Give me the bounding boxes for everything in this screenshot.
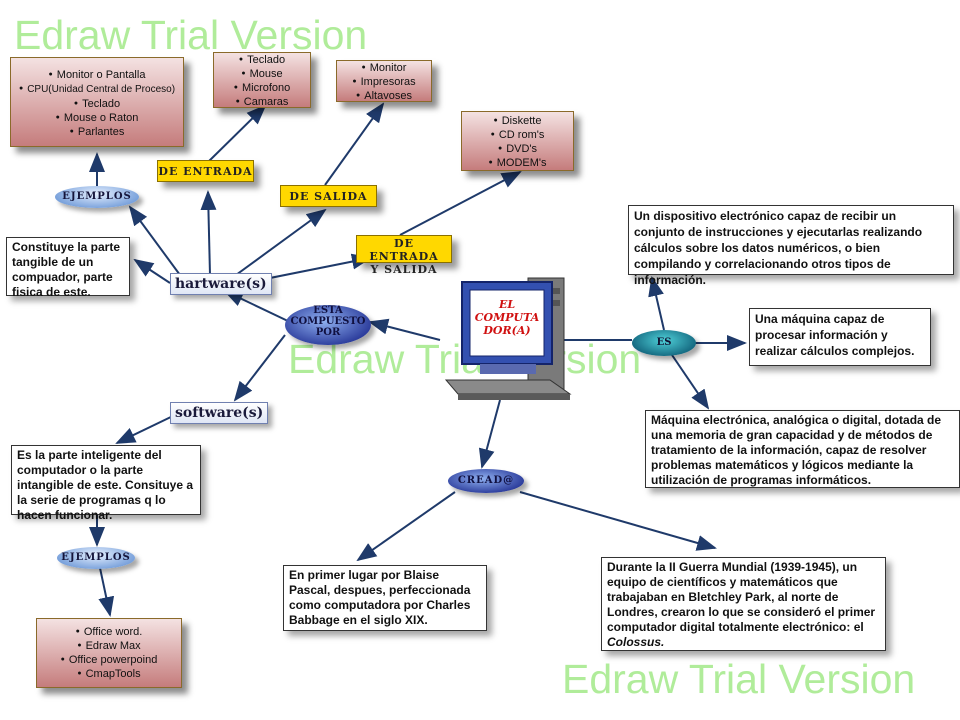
- esta-compuesto-line2: COMPUESTO: [290, 316, 366, 327]
- history-colossus-emphasis: Colossus.: [607, 635, 665, 649]
- list-item: Altavoses: [337, 89, 431, 103]
- list-item: DVD's: [462, 142, 573, 156]
- software-definition-box[interactable]: Es la parte inteligente del computador o…: [11, 445, 201, 522]
- software-label[interactable]: software(s): [170, 402, 269, 424]
- history-colossus-box[interactable]: Durante la II Guerra Mundial (1939-1945)…: [601, 557, 886, 651]
- hardware-label[interactable]: hartware(s): [170, 273, 272, 295]
- list-item: Mouse: [214, 67, 310, 81]
- watermark-top: Edraw Trial Version: [14, 12, 368, 58]
- entrada-items-box[interactable]: Teclado Mouse Microfono Camaras: [213, 52, 311, 108]
- list-item: Teclado: [214, 53, 310, 67]
- center-label-line3: DOR(A): [483, 324, 531, 337]
- hardware-examples-list: Monitor o Pantalla CPU(Unidad Central de…: [11, 68, 183, 139]
- entrada-salida-items-box[interactable]: Diskette CD rom's DVD's MODEM's: [461, 111, 574, 171]
- list-item: Monitor o Pantalla: [11, 68, 183, 82]
- entrada-salida-items-list: Diskette CD rom's DVD's MODEM's: [462, 114, 573, 170]
- software-examples-box[interactable]: Office word. Edraw Max Office powerpoind…: [36, 618, 182, 688]
- esta-compuesto-oval[interactable]: ESTA COMPUESTO POR: [285, 305, 371, 345]
- ejemplos-software-oval[interactable]: EJEMPLOS: [57, 547, 135, 569]
- es-definition-3-box[interactable]: Máquina electrónica, analógica o digital…: [645, 410, 960, 488]
- list-item: Office powerpoind: [37, 653, 181, 667]
- de-salida-label[interactable]: DE SALIDA: [280, 185, 377, 207]
- list-item: Parlantes: [11, 125, 183, 139]
- list-item: Microfono: [214, 81, 310, 95]
- list-item: Camaras: [214, 95, 310, 109]
- esta-compuesto-line1: ESTA: [313, 305, 343, 316]
- list-item: Office word.: [37, 625, 181, 639]
- salida-items-box[interactable]: Monitor Impresoras Altavoses: [336, 60, 432, 102]
- history-colossus-text: Durante la II Guerra Mundial (1939-1945)…: [607, 560, 876, 634]
- list-item: Edraw Max: [37, 639, 181, 653]
- de-entrada-y-salida-line1: DE ENTRADA: [369, 237, 439, 263]
- esta-compuesto-line3: POR: [315, 327, 341, 338]
- list-item: Monitor: [337, 61, 431, 75]
- es-definition-1-box[interactable]: Un dispositivo electrónico capaz de reci…: [628, 205, 954, 287]
- watermark-bottom: Edraw Trial Version: [562, 656, 916, 702]
- history-pascal-box[interactable]: En primer lugar por Blaise Pascal, despu…: [283, 565, 487, 631]
- center-label-line1: EL: [498, 298, 516, 311]
- de-entrada-y-salida-line2: Y SALIDA: [370, 263, 438, 276]
- list-item: Diskette: [462, 114, 573, 128]
- entrada-items-list: Teclado Mouse Microfono Camaras: [214, 53, 310, 109]
- list-item: Impresoras: [337, 75, 431, 89]
- creado-oval[interactable]: CREAD@: [448, 469, 524, 493]
- list-item: CPU(Unidad Central de Proceso): [11, 82, 183, 97]
- center-label: EL COMPUTA DOR(A): [468, 298, 546, 337]
- salida-items-list: Monitor Impresoras Altavoses: [337, 61, 431, 103]
- list-item: Teclado: [11, 97, 183, 111]
- de-entrada-y-salida-label[interactable]: DE ENTRADA Y SALIDA: [356, 235, 452, 276]
- list-item: MODEM's: [462, 156, 573, 170]
- hardware-definition-box[interactable]: Constituye la parte tangible de un compu…: [6, 237, 130, 299]
- ejemplos-hardware-oval[interactable]: EJEMPLOS: [55, 186, 139, 208]
- hardware-examples-box[interactable]: Monitor o Pantalla CPU(Unidad Central de…: [10, 57, 184, 147]
- es-oval[interactable]: ES: [632, 330, 696, 356]
- software-examples-list: Office word. Edraw Max Office powerpoind…: [37, 625, 181, 681]
- list-item: Mouse o Raton: [11, 111, 183, 125]
- computer-icon[interactable]: [440, 268, 585, 413]
- center-label-line2: COMPUTA: [474, 311, 540, 324]
- de-entrada-label[interactable]: DE ENTRADA: [157, 160, 254, 182]
- es-definition-2-box[interactable]: Una máquina capaz de procesar informació…: [749, 308, 931, 366]
- list-item: CD rom's: [462, 128, 573, 142]
- list-item: CmapTools: [37, 667, 181, 681]
